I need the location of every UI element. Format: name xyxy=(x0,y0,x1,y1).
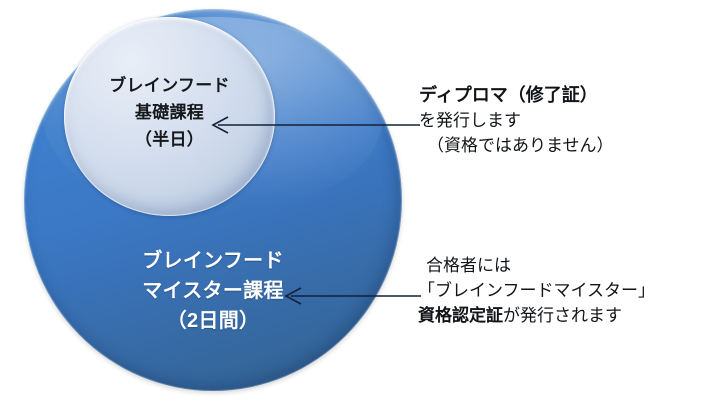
diploma-callout-line-1: ディプロマ（修了証） xyxy=(419,85,598,105)
inner-label-line-2: 基礎課程 xyxy=(134,103,205,122)
certification-callout-line-3-rest: が発行されます xyxy=(503,306,622,325)
certification-callout-line-2: 「ブレインフードマイスター」 xyxy=(418,281,655,300)
outer-label-line-3: （2日間） xyxy=(166,310,260,332)
inner-label-line-1: ブレインフード xyxy=(109,76,230,95)
outer-label-line-2: マイスター課程 xyxy=(142,280,284,302)
diploma-callout-line-3: （資格ではありません） xyxy=(427,136,614,155)
inner-label-line-3: （半日） xyxy=(134,130,205,149)
outer-circle-label: ブレインフード マイスター課程 （2日間） xyxy=(24,246,402,336)
certification-callout-line-1: 合格者には xyxy=(426,256,511,275)
outer-label-line-1: ブレインフード xyxy=(142,250,284,272)
diploma-callout-line-2: を発行します xyxy=(419,111,521,130)
certification-callout-line-3: 資格認定証が発行されます xyxy=(418,303,655,328)
inner-circle-basic-course xyxy=(64,17,275,216)
arrow-left-icon-diploma xyxy=(210,116,422,134)
arrow-left-icon-certification xyxy=(283,287,423,305)
certification-callout-line-3-bold: 資格認定証 xyxy=(418,306,503,325)
diploma-callout: ディプロマ（修了証） を発行します （資格ではありません） xyxy=(419,83,614,158)
inner-circle-label: ブレインフード 基礎課程 （半日） xyxy=(64,72,275,153)
certification-callout: 合格者には 「ブレインフードマイスター」 資格認定証が発行されます xyxy=(418,253,655,328)
